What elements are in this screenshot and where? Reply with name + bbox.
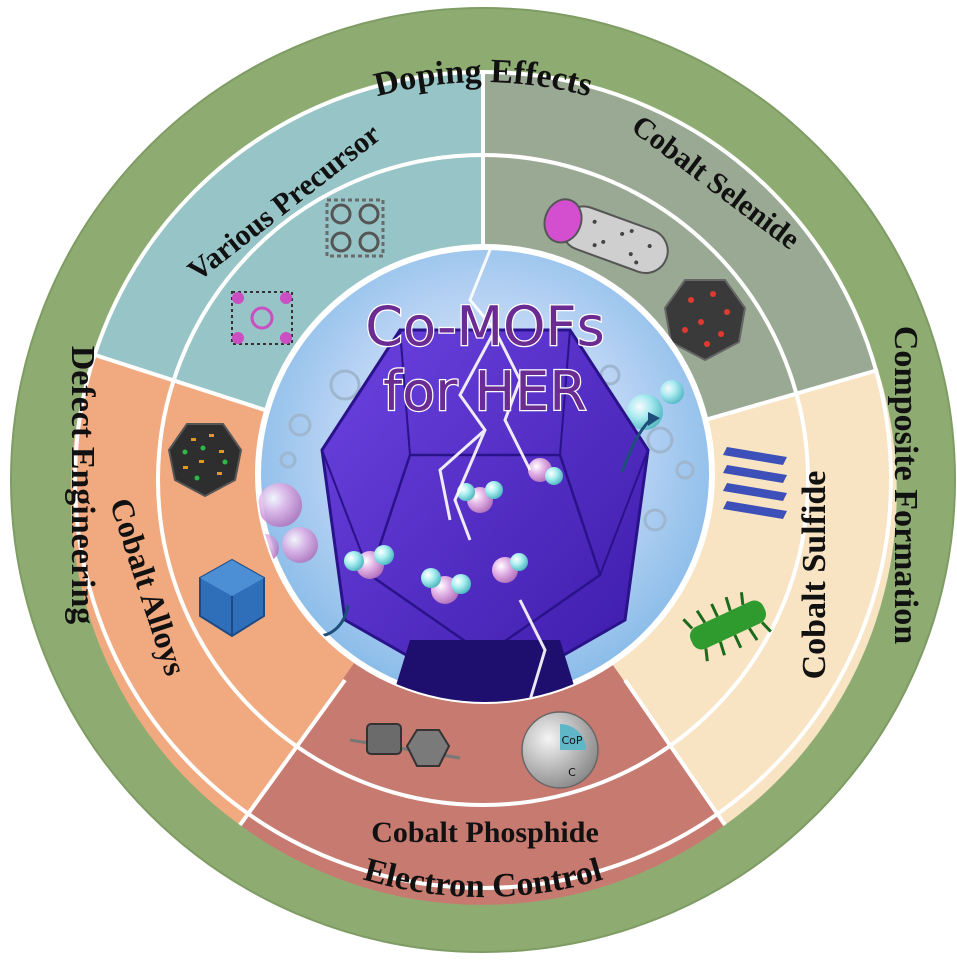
layered-sheets-icon — [723, 447, 787, 519]
core-label: CoP — [561, 734, 582, 747]
dumbbell-particles-icon — [349, 723, 461, 767]
label-defect-engineering: Defect Engineering — [64, 346, 101, 625]
label-cobalt-sulfide: Cobalt Sulfide — [796, 471, 833, 680]
water-molecules — [344, 458, 563, 604]
lightning-bolts — [438, 249, 547, 701]
selenide-polyhedron-icon — [663, 279, 747, 362]
mof-framework-icon-1 — [325, 198, 385, 258]
mof-framework-icon-2 — [231, 291, 293, 345]
shell-label: C — [568, 766, 576, 779]
arrow-right — [620, 418, 652, 473]
nanotube-icon — [543, 198, 669, 274]
label-cobalt-phosphide: Cobalt Phosphide — [371, 816, 599, 849]
divider-left — [94, 353, 266, 412]
label-composite-formation: Composite Formation — [887, 326, 924, 644]
divider-bottom-left — [238, 678, 347, 827]
centre-title-line-2: for HER — [383, 360, 587, 423]
blue-cube-icon — [199, 558, 265, 638]
centre-title-line-1: Co-MOFs — [365, 295, 605, 358]
nanowire-array-icon — [682, 592, 772, 662]
divider-right — [704, 368, 879, 422]
cop-core-shell-sphere-icon: CoP C — [521, 711, 599, 789]
alloy-polyhedron-icon — [167, 423, 243, 498]
divider-bottom-right — [623, 678, 727, 827]
centre-panel: Co-MOFs for HER — [255, 244, 715, 704]
